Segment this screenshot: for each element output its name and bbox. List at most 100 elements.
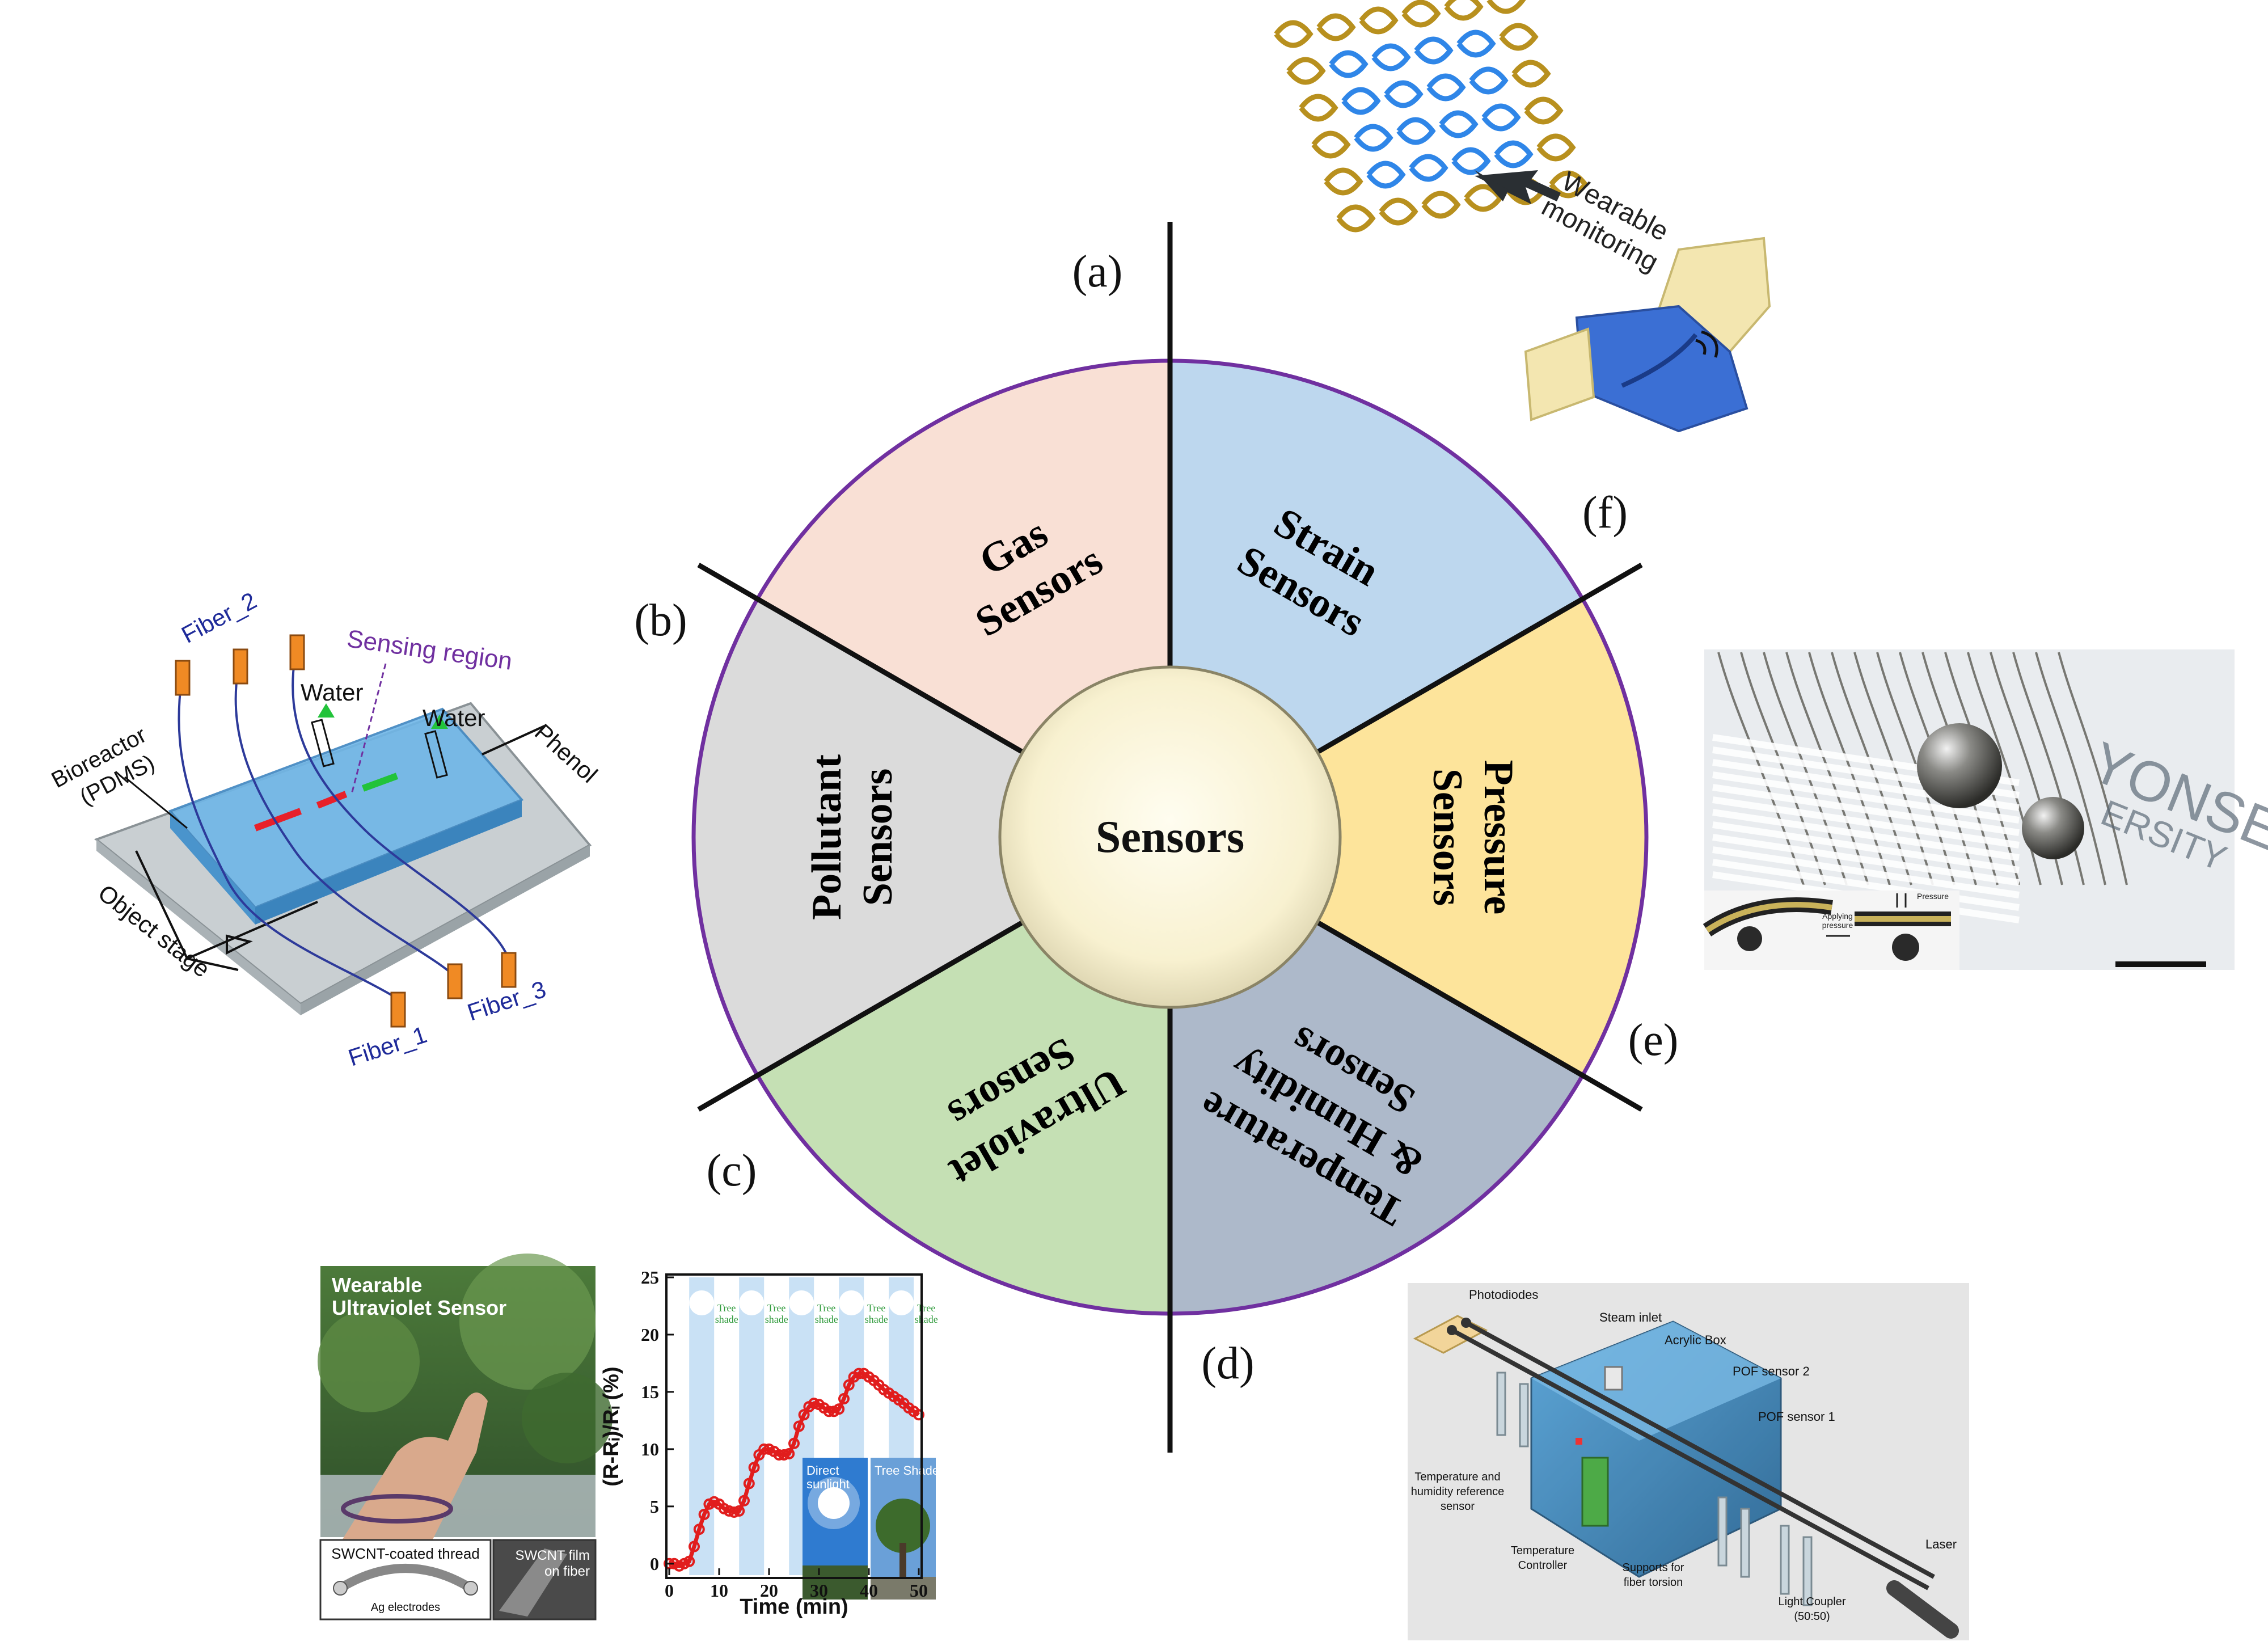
electrode-wire xyxy=(2035,652,2106,885)
data-point xyxy=(838,1393,850,1405)
knit-loop xyxy=(1426,73,1466,102)
inset-direct-label-1: Direct xyxy=(806,1463,839,1478)
center-label: Sensors xyxy=(1096,812,1244,862)
electrode-wire xyxy=(1853,652,1934,885)
fiber-1-label: Fiber_1 xyxy=(345,1021,430,1071)
knit-loop xyxy=(1329,50,1369,78)
sensing-segment-2 xyxy=(316,791,348,809)
data-point xyxy=(808,1398,820,1410)
fiber-connector-icon xyxy=(390,991,406,1028)
data-point xyxy=(843,1379,855,1391)
supports-label-2: fiber torsion xyxy=(1624,1576,1683,1589)
light-coupler-label-2: (50:50) xyxy=(1794,1610,1830,1623)
applying-pressure-label-1: Applying xyxy=(1822,911,1853,921)
sector-pollutant xyxy=(694,599,1170,1075)
panel-label-d: (d) xyxy=(1201,1339,1254,1389)
pressure-sensors-label-1: Pressure xyxy=(1475,760,1522,915)
fiber-supports xyxy=(1496,1372,1813,1606)
fiber-connector-icon xyxy=(501,952,517,988)
shade-band xyxy=(689,1277,715,1575)
chart-x-label: Time (min) xyxy=(740,1595,848,1619)
knit-loop xyxy=(1499,23,1539,51)
fabric-thread xyxy=(1712,771,2020,824)
y-tick-label: 0 xyxy=(650,1554,659,1574)
knit-loop xyxy=(1324,167,1363,196)
phenol-label: Phenol xyxy=(530,719,603,788)
arrow-icon xyxy=(1475,170,1561,204)
x-tick-label: 10 xyxy=(710,1580,728,1601)
thread-label: SWCNT-coated thread xyxy=(331,1545,480,1562)
knit-loop xyxy=(1396,117,1436,145)
data-point xyxy=(913,1409,924,1421)
divider-line xyxy=(697,919,1025,1112)
knit-loop xyxy=(1469,66,1509,95)
fabric-thread xyxy=(1712,809,2020,861)
pollutant-sensors-label-2: Sensors xyxy=(855,769,901,906)
tree-shade-label: Tree xyxy=(767,1302,785,1314)
panel-b-bioreactor-schematic: Fiber_2 Fiber_1 Fiber_3 Water Water Sens… xyxy=(48,587,603,1071)
photodiodes-label: Photodiodes xyxy=(1469,1288,1538,1302)
sensing-segment-3 xyxy=(361,773,399,792)
tree-shade-label: Tree xyxy=(917,1302,935,1314)
knit-loop xyxy=(1316,13,1356,41)
x-tick-label: 40 xyxy=(860,1580,878,1601)
knit-loop xyxy=(1384,80,1424,108)
steel-ball-large xyxy=(1917,723,2002,808)
knit-loop xyxy=(1494,140,1534,168)
fiber-2-label: Fiber_2 xyxy=(177,587,261,648)
fabric-thread xyxy=(1712,821,2020,873)
y-tick-label: 20 xyxy=(641,1324,659,1345)
panel-c-uv-sensor: Wearable Ultraviolet Sensor SWCNT-coated… xyxy=(318,1254,939,1621)
x-tick-label: 0 xyxy=(665,1580,674,1601)
water-inlet-arrow-2 xyxy=(431,715,448,729)
knit-loop xyxy=(1439,110,1479,138)
data-point xyxy=(798,1409,810,1421)
divider-line xyxy=(697,563,1025,755)
divider-line xyxy=(1315,563,1643,755)
panel-label-f: (f) xyxy=(1582,488,1628,538)
temperature-controller-label-1: Temperature xyxy=(1511,1544,1574,1557)
tree-shade-label: Tree xyxy=(867,1302,885,1314)
chart-y-label: (R-Rᵢ)/Rᵢ (%) xyxy=(599,1366,623,1486)
electrode-wire xyxy=(2058,652,2128,885)
steel-ball-small xyxy=(2022,797,2084,859)
pressure-sensors-label-2: Sensors xyxy=(1424,769,1471,906)
temperature-controller xyxy=(1581,1457,1609,1527)
data-point xyxy=(778,1449,790,1461)
pof-sensor-2-label: POF sensor 2 xyxy=(1733,1364,1810,1378)
divider-line xyxy=(1315,919,1643,1112)
fiber-connector-icon xyxy=(233,648,248,685)
panel-label-a: (a) xyxy=(1072,247,1123,297)
knit-loop xyxy=(1414,36,1454,65)
data-point xyxy=(748,1462,760,1474)
data-point xyxy=(728,1506,740,1518)
data-point xyxy=(793,1420,805,1432)
y-tick-label: 25 xyxy=(641,1267,659,1288)
center-circle xyxy=(998,665,1342,1009)
fiber-connector-icon xyxy=(289,634,305,670)
sector-pressure xyxy=(1170,599,1647,1075)
knit-loop xyxy=(1311,130,1351,159)
knit-loop xyxy=(1401,0,1441,28)
sun-icon xyxy=(739,1290,765,1315)
reference-sensor-label-3: sensor xyxy=(1441,1500,1475,1513)
electrode-wire xyxy=(1763,652,1848,885)
acrylic-box-label: Acrylic Box xyxy=(1665,1333,1726,1347)
tree-shade-label: shade xyxy=(815,1314,838,1325)
data-point xyxy=(693,1524,705,1535)
sun-icon xyxy=(789,1290,814,1315)
fiber-connector-icon xyxy=(447,963,463,999)
data-point xyxy=(833,1403,845,1415)
knit-loop xyxy=(1481,103,1521,132)
knit-loop xyxy=(1451,147,1491,175)
water-inlet-arrow-1 xyxy=(318,703,335,718)
uv-thread-band xyxy=(341,1494,453,1524)
knit-loop xyxy=(1379,197,1418,226)
knit-loop xyxy=(1286,57,1326,85)
fabric-thread xyxy=(1712,859,2020,911)
data-point xyxy=(758,1443,770,1455)
data-point xyxy=(783,1448,795,1459)
knit-loop xyxy=(1486,0,1526,14)
inset-tree-label: Tree Shade xyxy=(875,1463,939,1478)
fabric-thread xyxy=(1712,784,2020,836)
